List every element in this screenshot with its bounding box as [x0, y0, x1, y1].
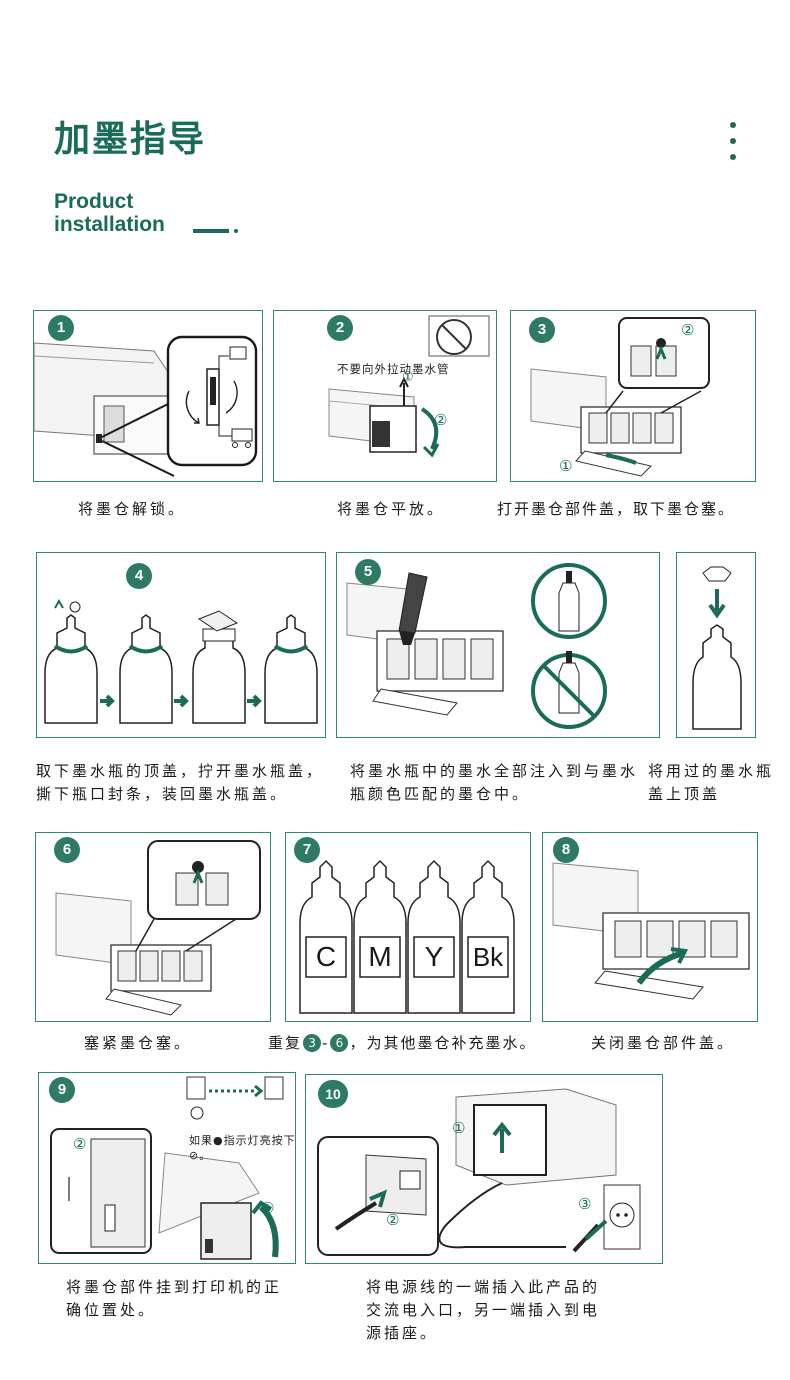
tank-lay-flat-illustration [328, 315, 490, 458]
step-5b-caption: 将用过的墨水瓶盖上顶盖 [648, 762, 775, 803]
step-6-panel: 6 [35, 832, 271, 1022]
subtitle-dot [234, 229, 238, 233]
step-3-badge: 3 [529, 317, 555, 343]
subtitle-line-2: installation [54, 213, 165, 236]
step-2-marker-2: ② [434, 411, 448, 429]
bottle-label-bk: Bk [472, 942, 504, 972]
step-1-badge: 1 [48, 315, 74, 341]
step-7-panel: 7 C M Y Bk [285, 832, 531, 1022]
step-ref-badge-3: 3 [303, 1034, 322, 1052]
step-ref-badge-6: 6 [330, 1034, 349, 1052]
close-cover-illustration [552, 862, 750, 1000]
step-3-marker-2: ② [681, 321, 695, 339]
step-9-marker-1: ① [261, 1199, 275, 1217]
subtitle-underline [193, 229, 229, 233]
attach-tank-illustration [50, 1076, 284, 1260]
step-10-marker-1: ① [452, 1119, 466, 1137]
page-title: 加墨指导 [54, 119, 207, 160]
step-5b-panel [676, 552, 756, 738]
step-10-marker-3: ③ [578, 1195, 592, 1213]
page-subtitle: Product installation [54, 190, 165, 236]
printer-unlock-illustration [34, 335, 258, 477]
open-cover-illustration [530, 317, 710, 477]
step-5-panel: 5 [336, 552, 660, 738]
step-9-note: 如果●指示灯亮按下⊘。 [189, 1134, 296, 1162]
step-7-caption-suffix: ，为其他墨仓补充墨水。 [349, 1034, 537, 1052]
step-2-caption: 将墨仓平放。 [337, 500, 446, 518]
bottle-label-y: Y [424, 941, 444, 972]
four-ink-bottles-illustration [299, 859, 515, 1014]
connect-power-illustration [317, 1088, 641, 1256]
open-ink-bottle-illustration [44, 598, 318, 724]
step-2-badge: 2 [327, 315, 353, 341]
step-8-badge: 8 [553, 837, 579, 863]
step-2-marker-1: ① [402, 370, 414, 385]
step-2-note: 不要向外拉动墨水管 [337, 362, 450, 376]
step-7-caption-dash: - [322, 1034, 330, 1052]
step-10-badge: 10 [318, 1080, 348, 1108]
step-6-badge: 6 [54, 837, 80, 863]
step-7-caption-prefix: 重复 [268, 1034, 303, 1052]
step-5-caption: 将墨水瓶中的墨水全部注入到与墨水瓶颜色匹配的墨仓中。 [350, 762, 639, 803]
subtitle-line-1: Product [54, 190, 134, 213]
step-10-panel: 10 ① ② ③ [305, 1074, 663, 1264]
recap-bottle-illustration [692, 566, 742, 730]
step-2-panel: 2 不要向外拉动墨水管 ① ② [273, 310, 497, 482]
step-9-badge: 9 [49, 1077, 75, 1103]
step-9-caption: 将墨仓部件挂到打印机的正确位置处。 [66, 1278, 283, 1319]
step-3-panel: 3 ① ② [510, 310, 756, 482]
step-4-panel: 4 [36, 552, 326, 738]
step-3-caption: 打开墨仓部件盖，取下墨仓塞。 [497, 500, 736, 518]
step-9-panel: 9 如果●指示灯亮按下⊘。 ① ② [38, 1072, 296, 1264]
step-10-marker-2: ② [386, 1211, 400, 1229]
step-8-caption: 关闭墨仓部件盖。 [591, 1034, 736, 1052]
step-6-caption: 塞紧墨仓塞。 [84, 1034, 193, 1052]
step-8-panel: 8 [542, 832, 758, 1022]
step-10-caption: 将电源线的一端插入此产品的交流电入口，另一端插入到电源插座。 [366, 1278, 601, 1342]
step-1-caption: 将墨仓解锁。 [78, 500, 187, 518]
step-7-badge: 7 [294, 837, 320, 863]
close-stopper-illustration [55, 840, 261, 1016]
step-4-badge: 4 [126, 563, 152, 589]
step-4-caption: 取下墨水瓶的顶盖，拧开墨水瓶盖，撕下瓶口封条，装回墨水瓶盖。 [36, 762, 325, 803]
bottle-label-c: C [315, 941, 337, 972]
step-5-badge: 5 [355, 559, 381, 585]
more-options-icon[interactable] [722, 120, 744, 164]
fill-ink-illustration [346, 563, 607, 729]
step-1-panel: 1 [33, 310, 263, 482]
step-3-marker-1: ① [559, 457, 573, 475]
step-9-marker-2: ② [73, 1135, 87, 1153]
bottle-label-m: M [368, 941, 392, 972]
